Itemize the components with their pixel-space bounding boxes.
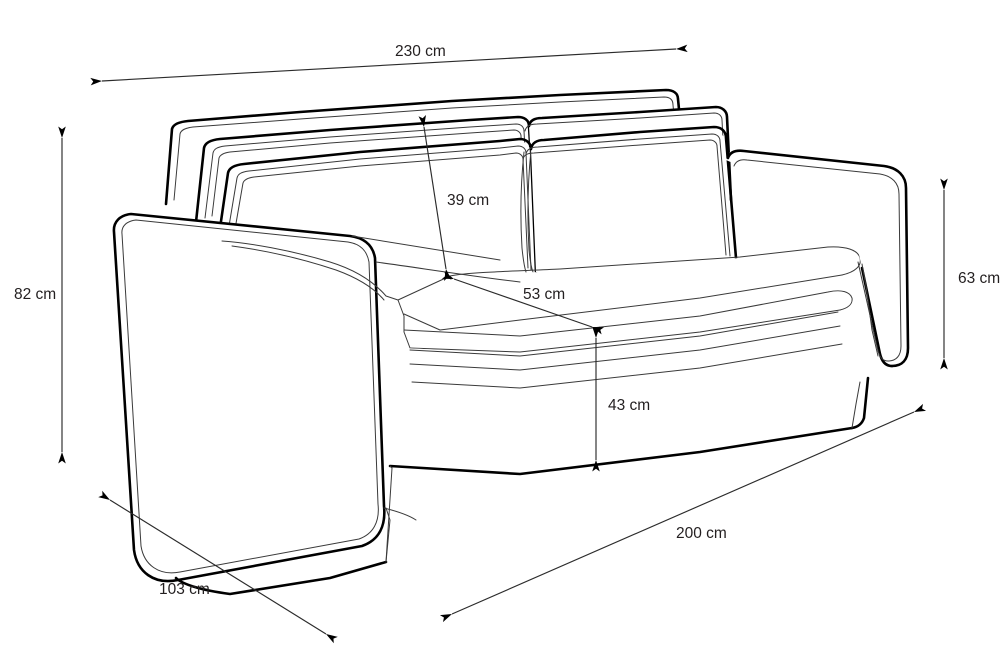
dimension-arrow-230	[90, 44, 688, 86]
dimension-seat-depth: 53 cm	[441, 271, 605, 335]
dimension-arm-height: 63 cm	[940, 178, 1000, 370]
dimension-label-230: 230 cm	[395, 43, 446, 60]
dimension-arrow-53	[441, 271, 605, 335]
dimension-arrow-103	[98, 490, 338, 644]
dimension-label-200: 200 cm	[676, 525, 727, 542]
dimension-arrow-200	[439, 403, 927, 623]
dimension-arrow-39	[418, 115, 452, 281]
dimension-label-63: 63 cm	[958, 270, 1000, 287]
dimension-label-82: 82 cm	[14, 286, 56, 303]
dimension-overall-depth: 103 cm	[98, 490, 338, 644]
dimension-label-43: 43 cm	[608, 397, 650, 414]
dimension-label-53: 53 cm	[523, 286, 565, 303]
dimension-overall-width: 230 cm	[90, 43, 688, 86]
dimension-seat-width: 200 cm	[439, 403, 927, 623]
dimension-back-cushion-height: 39 cm	[418, 115, 489, 281]
sofa-illustration	[112, 88, 910, 596]
dimension-overall-height: 82 cm	[14, 126, 66, 464]
sofa-ground-edges	[385, 465, 393, 563]
back-cushion-front-right	[522, 125, 738, 272]
sofa-base	[388, 311, 870, 476]
armrest-right	[726, 149, 910, 370]
dimension-label-103: 103 cm	[159, 581, 210, 598]
armrest-left-inner	[221, 240, 411, 349]
dimension-label-39: 39 cm	[447, 192, 489, 209]
